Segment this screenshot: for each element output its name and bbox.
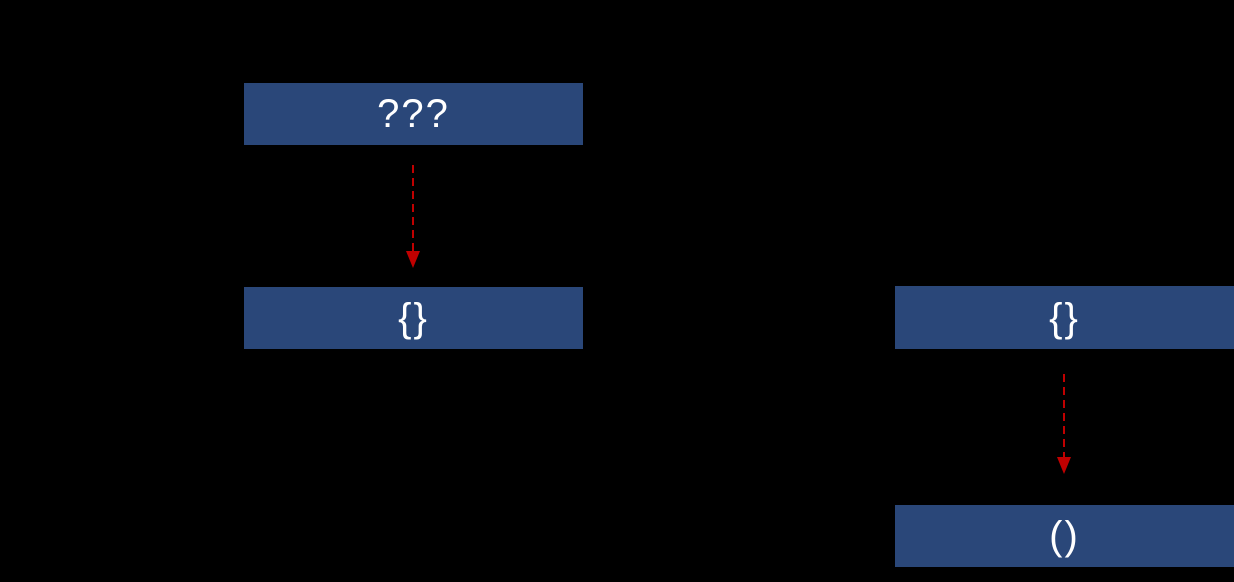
right-flow-braces-label: {} [1049,295,1080,340]
right-flow-down-arrow [1057,374,1071,474]
left-flow-unknown-label: ??? [377,92,450,136]
left-flow-braces-label: {} [398,296,429,340]
left-flow-down-arrow [406,165,420,268]
left-flow-arrowhead [406,251,420,268]
right-flow-braces-box: {} [895,286,1234,349]
right-flow-arrowhead [1057,457,1071,474]
left-flow-unknown-box: ??? [244,83,583,145]
left-flow-braces-box: {} [244,287,583,349]
right-flow-parens-box: () [895,505,1234,567]
right-flow-parens-label: () [1049,514,1080,558]
